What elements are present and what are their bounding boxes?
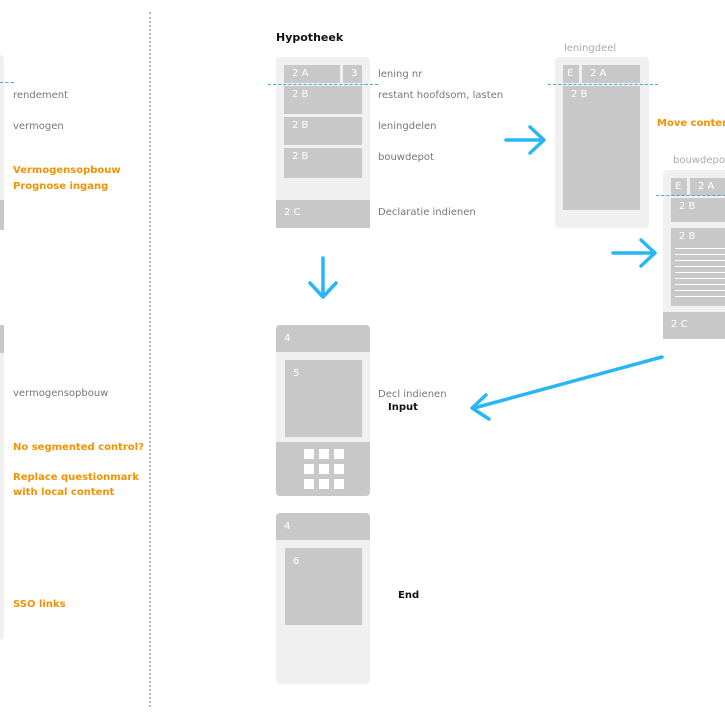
arrow-right-to-bouwdepot bbox=[611, 238, 657, 268]
list-line bbox=[675, 254, 725, 255]
keypad-key bbox=[304, 464, 314, 474]
keypad-key bbox=[319, 449, 329, 459]
left-card-bottom-tab bbox=[0, 325, 4, 353]
leningdeel-title: leningdeel bbox=[564, 43, 617, 54]
label-bouwdepot: bouwdepot bbox=[378, 152, 434, 163]
left-card-top bbox=[0, 55, 4, 230]
left-dashed-guide bbox=[0, 82, 14, 83]
arrow-down-to-declaration bbox=[308, 256, 338, 299]
note-local-content: with local content bbox=[13, 487, 115, 498]
keypad bbox=[276, 442, 370, 496]
bouwdepot-dashed-guide bbox=[656, 195, 725, 196]
left-card-bottom bbox=[0, 325, 4, 640]
end-block-6: 6 bbox=[285, 548, 362, 625]
block-2a: 2 A bbox=[284, 65, 340, 83]
label-leningdelen: leningdelen bbox=[378, 121, 437, 132]
label-vermogen: vermogen bbox=[13, 121, 64, 132]
hypotheek-dashed-guide bbox=[268, 84, 378, 85]
note-sso-links: SSO links bbox=[13, 599, 66, 610]
keypad-key bbox=[319, 464, 329, 474]
list-line bbox=[675, 290, 725, 291]
bouwdepot-block-2c: 2 C bbox=[663, 312, 725, 339]
label-declaratie-indienen: Declaratie indienen bbox=[378, 207, 476, 218]
bouwdepot-block-e: E bbox=[671, 178, 687, 196]
left-card-top-tab bbox=[0, 200, 4, 230]
block-2b-bouwdepot: 2 B bbox=[284, 148, 362, 178]
bouwdepot-block-2b-top: 2 B bbox=[671, 198, 725, 222]
keypad-key bbox=[334, 464, 344, 474]
label-restant-hoofdsom: restant hoofdsom, lasten bbox=[378, 90, 504, 101]
label-vermogensopbouw: vermogensopbouw bbox=[13, 388, 109, 399]
keypad-key bbox=[304, 479, 314, 489]
list-line bbox=[675, 296, 725, 297]
bouwdepot-block-2b-list-label: 2 B bbox=[679, 231, 696, 242]
note-no-segmented-control: No segmented control? bbox=[13, 442, 144, 453]
leningdeel-dashed-guide bbox=[548, 84, 658, 85]
leningdeel-block-2a: 2 A bbox=[582, 65, 640, 83]
end-block-4: 4 bbox=[276, 513, 370, 540]
keypad-key bbox=[334, 479, 344, 489]
note-replace-questionmark: Replace questionmark bbox=[13, 472, 139, 483]
leningdeel-block-e: E bbox=[563, 65, 579, 83]
label-decl-indienen: Decl indienen bbox=[378, 389, 447, 400]
label-lening-nr: lening nr bbox=[378, 69, 423, 80]
list-line bbox=[675, 260, 725, 261]
label-rendement: rendement bbox=[13, 90, 69, 101]
list-line bbox=[675, 266, 725, 267]
hypotheek-title: Hypotheek bbox=[276, 31, 344, 44]
arrow-back-to-declaration bbox=[470, 355, 664, 421]
panel-divider bbox=[149, 12, 151, 707]
bouwdepot-block-2a: 2 A bbox=[690, 178, 725, 196]
list-line bbox=[675, 284, 725, 285]
leningdeel-block-2b: 2 B bbox=[563, 86, 640, 210]
block-2b-hoofdsom: 2 B bbox=[284, 86, 362, 114]
note-prognose-ingang: Prognose ingang bbox=[13, 181, 109, 192]
block-3: 3 bbox=[343, 65, 362, 83]
declaration-block-4: 4 bbox=[276, 325, 370, 352]
label-input: Input bbox=[388, 402, 418, 413]
block-2c: 2 C bbox=[276, 200, 370, 228]
note-vermogensopbouw: Vermogensopbouw bbox=[13, 165, 121, 176]
list-line bbox=[675, 272, 725, 273]
block-2b-leningdelen: 2 B bbox=[284, 117, 362, 145]
list-line bbox=[675, 248, 725, 249]
bouwdepot-title: bouwdepot bbox=[673, 155, 725, 166]
keypad-key bbox=[334, 449, 344, 459]
list-line bbox=[675, 278, 725, 279]
label-end: End bbox=[398, 590, 420, 601]
bouwdepot-block-2b-list: 2 B bbox=[671, 228, 725, 306]
declaration-block-5: 5 bbox=[285, 360, 362, 437]
note-move-content: Move content bbox=[657, 118, 725, 129]
keypad-key bbox=[304, 449, 314, 459]
arrow-right-to-leningdeel bbox=[504, 125, 546, 155]
keypad-key bbox=[319, 479, 329, 489]
